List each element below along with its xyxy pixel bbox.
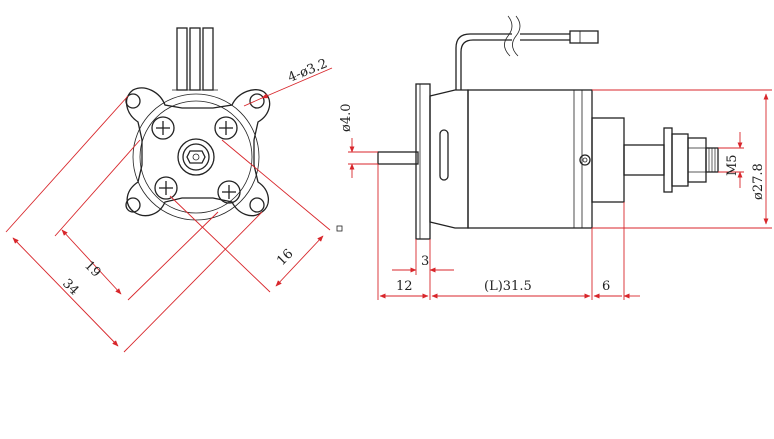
output-shaft — [377, 151, 419, 165]
dim-body-length: (L)31.5 — [431, 279, 591, 299]
body-length-label: (L)31.5 — [484, 279, 532, 294]
mount-hole-tr — [249, 93, 265, 109]
dim-hole-callout: 4-ø3.2 — [243, 56, 333, 107]
side-lead-wire — [455, 15, 599, 90]
dim-shaft-length: 12 — [379, 279, 429, 299]
hole-callout-label: 4-ø3.2 — [286, 56, 330, 85]
reference-marker — [336, 225, 343, 232]
dim-thread: M5 — [718, 132, 744, 188]
front-bearing-step — [591, 117, 625, 203]
motor-can-outline — [132, 93, 260, 221]
mount-spacing-label: 19 — [81, 258, 103, 280]
central-hub — [177, 138, 215, 176]
mount-hole-bl — [125, 197, 141, 213]
shaft-length-label: 12 — [396, 279, 413, 294]
flange-thickness-label: 3 — [421, 254, 429, 269]
side-view: ø4.0 ø27.8 M5 3 — [339, 15, 772, 300]
hole-pitch-label: 16 — [274, 247, 296, 269]
prop-shaft — [623, 144, 665, 176]
screw-br — [217, 180, 241, 204]
front-wire-leads — [172, 27, 218, 91]
overall-width-label: 34 — [59, 276, 81, 298]
prop-adapter-label: 6 — [602, 279, 610, 294]
front-view: 4-ø3.2 19 34 16 — [5, 27, 343, 353]
dim-body-diameter: ø27.8 — [592, 89, 772, 229]
cross-mount-plate — [125, 87, 271, 217]
motor-can — [467, 89, 593, 229]
dim-flange-thickness: 3 — [392, 254, 454, 273]
mount-hole-br — [249, 197, 265, 213]
shaft-diameter-label: ø4.0 — [339, 103, 354, 132]
prop-nut — [687, 137, 707, 183]
mount-hole-tl — [125, 93, 141, 109]
threaded-end — [705, 147, 719, 173]
screw-tr — [214, 116, 238, 140]
body-diameter-label: ø27.8 — [751, 163, 766, 200]
screw-tl — [151, 116, 175, 140]
dim-shaft-diameter: ø4.0 — [339, 103, 378, 178]
thread-label: M5 — [725, 154, 740, 176]
screw-bl — [154, 176, 178, 200]
dim-prop-adapter: 6 — [593, 279, 640, 299]
rear-bell — [429, 89, 469, 229]
dim-overall-width: 34 — [5, 95, 263, 353]
